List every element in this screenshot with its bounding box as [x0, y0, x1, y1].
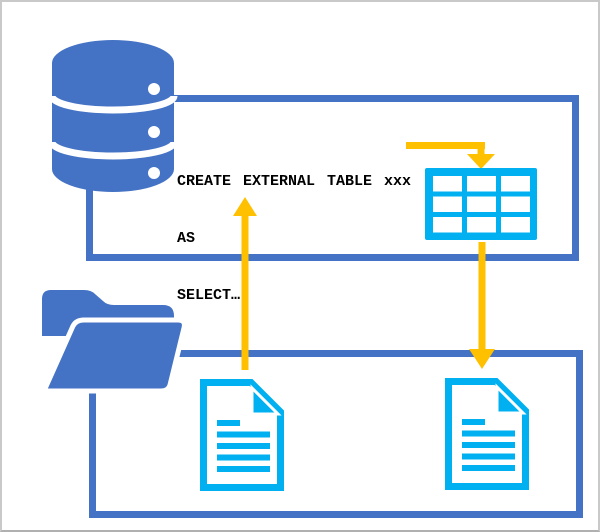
database-icon — [48, 40, 178, 192]
document-icon — [445, 378, 529, 490]
sql-statement: CREATE EXTERNAL TABLE xxx AS SELECT… — [177, 134, 411, 343]
table-grid-icon — [425, 168, 537, 240]
arrow-table-icon-to-file-down — [469, 242, 495, 369]
storage-boundary-box — [89, 350, 583, 518]
arrow-file-to-statement-up — [233, 197, 257, 370]
sql-line-3: SELECT… — [177, 287, 241, 304]
sql-line-1: CREATE EXTERNAL TABLE xxx — [177, 173, 412, 190]
arrow-statement-to-table-icon — [406, 142, 495, 169]
sql-line-2: AS — [177, 230, 196, 247]
folder-icon — [40, 290, 187, 394]
document-icon — [200, 379, 284, 491]
